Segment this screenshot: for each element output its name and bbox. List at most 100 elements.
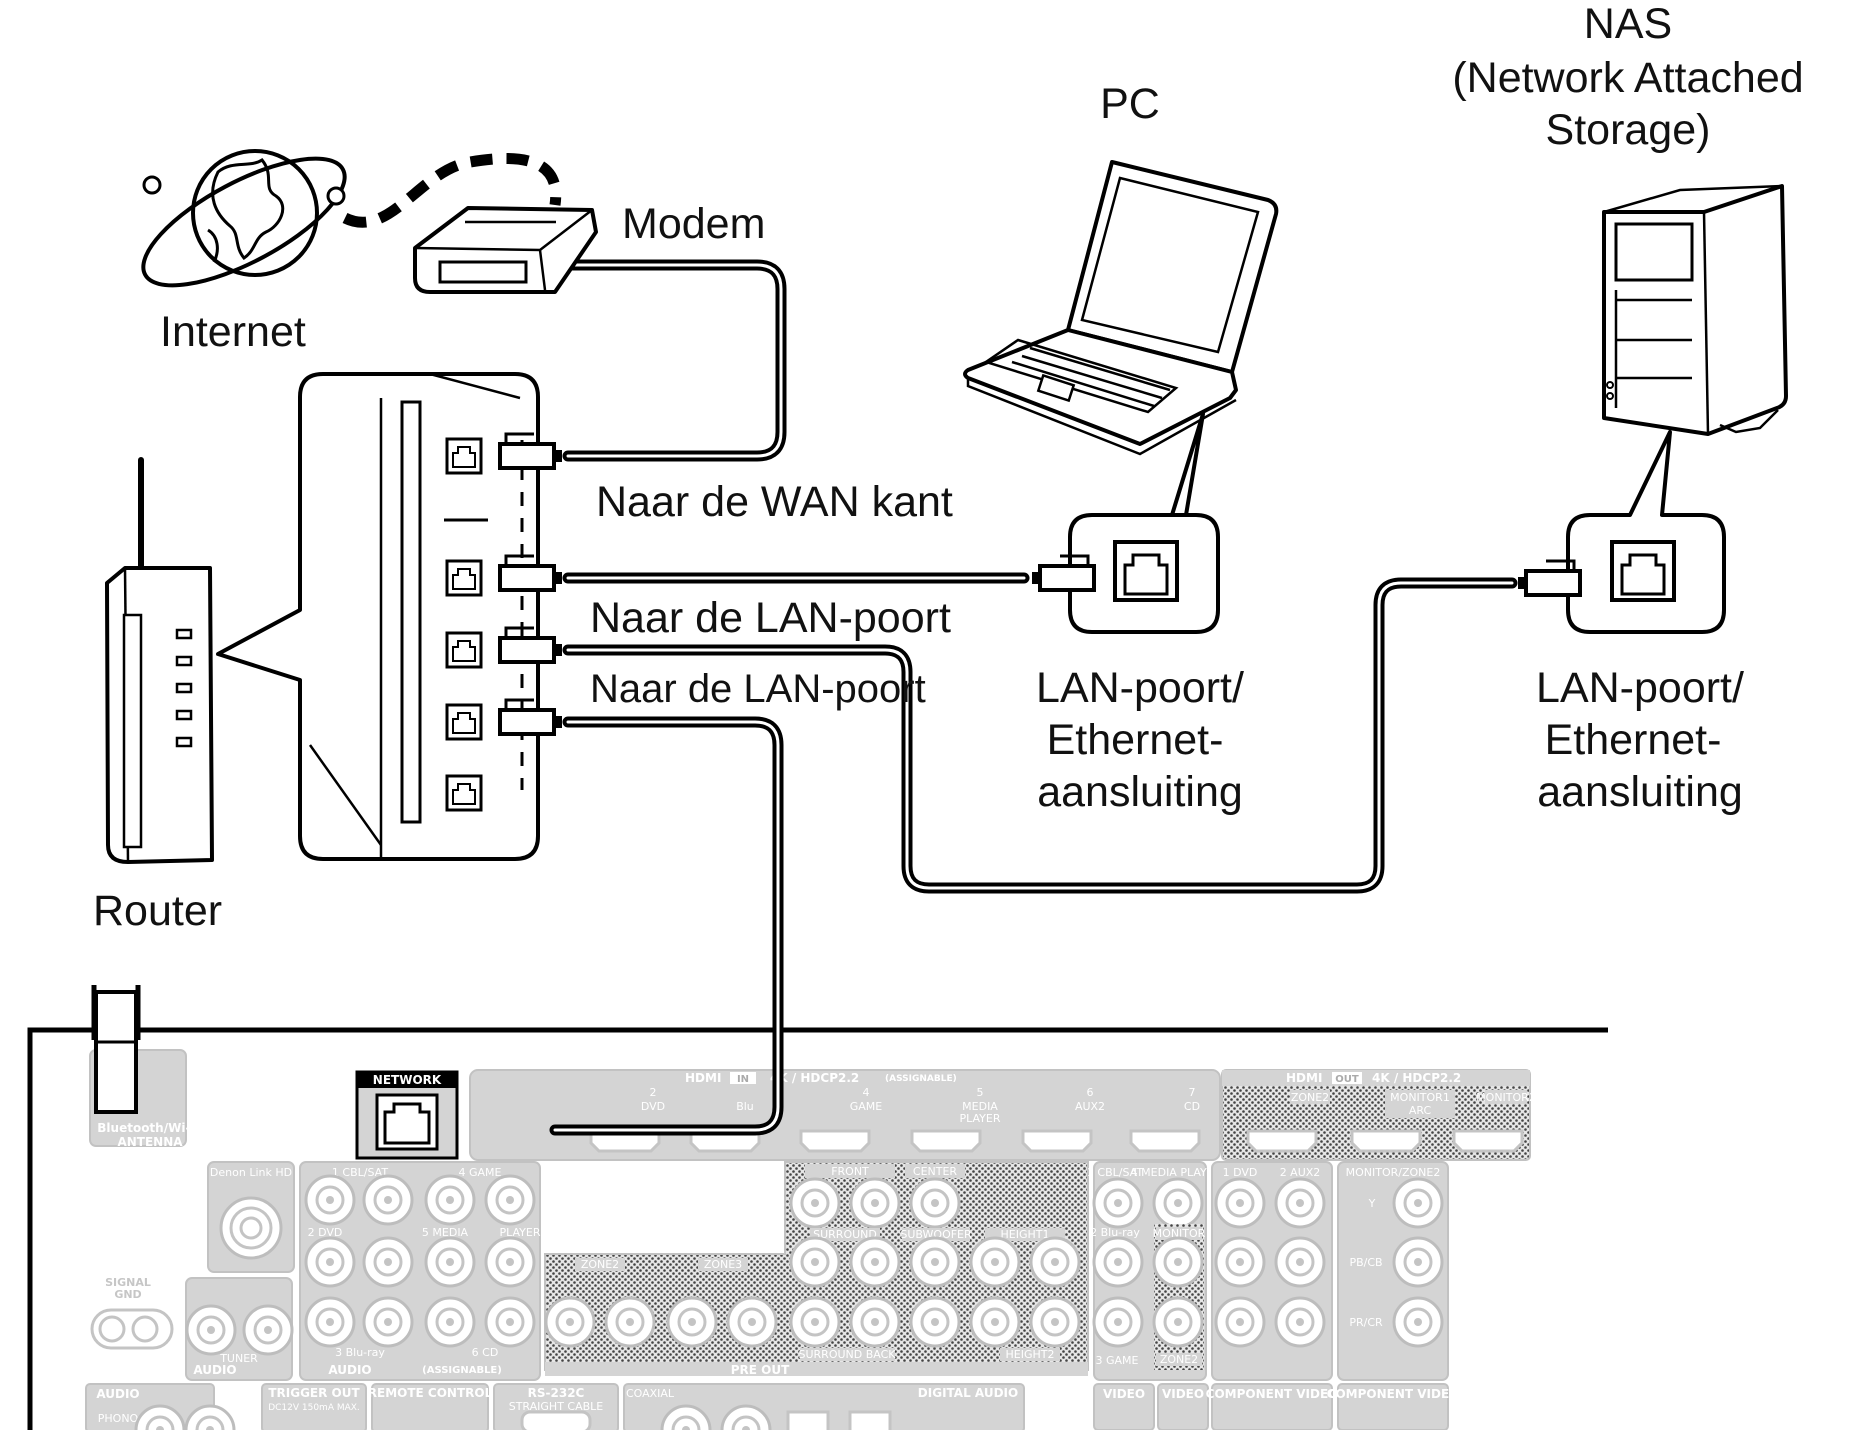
preout-subwoofer-2 [909,1296,961,1348]
video-bluray-label: 2 Blu-ray [1090,1226,1140,1239]
preout-height2-l [1029,1296,1081,1348]
internet-label: Internet [160,308,306,356]
tuner-label: TUNER [219,1352,258,1365]
analog-2-l [362,1236,414,1288]
router-icon [105,457,214,864]
hdmi-in-4: 4 [863,1086,870,1099]
analog-audio-label: AUDIO [328,1363,371,1377]
analog-game-label: 4 GAME [459,1166,502,1179]
hdmi-out-monitor2-port [1452,1129,1524,1153]
preout-height1-l [1029,1236,1081,1288]
video-in-1 [1092,1177,1144,1229]
pc-port-label-2: Ethernet- [1047,716,1224,764]
component-out-pr [1392,1296,1444,1348]
hdmi-out-arc: ARC [1409,1104,1432,1117]
pc-port-callout [1030,412,1220,634]
receiver-rear-panel: Bluetooth/Wi-Fi ANTENNA HDMI IN 4K / HDC… [27,985,1608,1430]
component-out-pb [1392,1236,1444,1288]
preout-zone3-l [726,1296,778,1348]
video-out-label: VIDEO [1162,1387,1204,1401]
analog-4-l [484,1174,536,1226]
hdmi-in-3-label: Blu [736,1100,754,1113]
rs232c-label: RS-232C [528,1386,585,1400]
preout-label: PRE OUT [731,1363,790,1377]
pc-port-label-1: LAN-poort/ [1036,664,1244,712]
hdmi-in-7: 7 [1189,1086,1196,1099]
straight-cable-label: STRAIGHT CABLE [509,1400,604,1413]
nas-subtitle-1: (Network Attached [1452,54,1803,102]
preout-zone2-l [604,1296,656,1348]
nas-port-callout [1516,430,1726,634]
signal-gnd-label: SIGNAL [105,1276,151,1289]
preout-subwoofer-1 [909,1236,961,1288]
component-dvd-label: 1 DVD [1223,1166,1258,1179]
nas-port-label-2: Ethernet- [1545,716,1722,764]
nas-port-label-1: LAN-poort/ [1536,664,1744,712]
lan-label-1: Naar de LAN-poort [590,594,951,642]
hdmi-out-badge: OUT [1335,1074,1359,1085]
video-zone2-label: ZONE2 [1160,1353,1198,1366]
analog-cd-label: 6 CD [472,1346,499,1359]
analog-dvd-label: 2 DVD [308,1226,343,1239]
hdmi-in-badge: IN [737,1074,749,1085]
wan-label: Naar de WAN kant [596,478,953,526]
component-2-pb [1274,1236,1326,1288]
hdmi-in-5: 5 [977,1086,984,1099]
globe-icon [141,149,347,288]
hdmi-in-4-label: GAME [850,1100,883,1113]
hdmi-out-monitor1-port [1350,1129,1422,1153]
preout-subwoofer-label: SUBWOOFER [900,1228,972,1241]
component-out-label: COMPONENT VIDEO [1327,1387,1460,1401]
tuner-l-jack [242,1304,294,1356]
analog-2-r [304,1236,356,1288]
receiver-cable [549,716,784,1136]
video-in-3 [1092,1296,1144,1348]
preout-sback-r [789,1296,841,1348]
video-media-label: 4 MEDIA PLAYER [1131,1166,1222,1179]
preout-front-l [849,1177,901,1229]
preout-surround-l [849,1236,901,1288]
bt-antenna-label: Bluetooth/Wi-Fi [97,1121,202,1135]
video-in-label: VIDEO [1103,1387,1145,1401]
preout-zone3-r [666,1296,718,1348]
preout-center-label: CENTER [913,1165,958,1178]
analog-media-label: 5 MEDIA [422,1226,469,1239]
router-wan-port [445,437,483,475]
preout-zone2-r [544,1296,596,1348]
component-1-y [1214,1177,1266,1229]
video-out-monitor [1152,1236,1204,1288]
hdmi-out-zone2: ZONE2 [1291,1091,1329,1104]
analog-6-l [484,1296,536,1348]
hdmi-in-5-port [910,1129,982,1153]
pc-label: PC [1100,80,1160,128]
nas-title: NAS [1584,0,1672,48]
trigger-spec: DC12V 150mA MAX. [268,1403,360,1413]
analog-5-r [424,1236,476,1288]
hdmi-in-4-port [799,1129,871,1153]
hdmi-in-5-label: MEDIA [962,1100,998,1113]
component-out-label-top: MONITOR/ZONE2 [1346,1166,1441,1179]
router-lan-port-1 [445,559,483,597]
tuner-audio-label: AUDIO [193,1363,236,1377]
modem-icon [413,206,598,294]
analog-cbl-label: 1 CBL/SAT [332,1166,388,1179]
modem-label: Modem [622,200,765,248]
hdmi-in-spec: 4K / HDCP2.2 [770,1071,859,1085]
labels: NAS (Network Attached Storage) PC Modem … [93,0,1804,935]
video-in-4 [1152,1177,1204,1229]
hdmi-in-2: 2 [650,1086,657,1099]
analog-3-l [362,1296,414,1348]
component-2-pr [1274,1296,1326,1348]
analog-1-r [304,1174,356,1226]
video-out-zone2 [1152,1296,1204,1348]
trigger-out-label: TRIGGER OUT [268,1386,360,1400]
hdmi-out-monitor1: MONITOR1 [1390,1091,1450,1104]
network-label: NETWORK [373,1073,442,1087]
preout-height2-label: HEIGHT2 [1006,1348,1055,1361]
phono-label: PHONO [98,1412,139,1425]
preout-sback-l [849,1296,901,1348]
tuner-r-jack [185,1304,237,1356]
nas-icon [1602,184,1788,436]
hdmi-in-label: HDMI [685,1071,721,1085]
analog-3-r [304,1296,356,1348]
